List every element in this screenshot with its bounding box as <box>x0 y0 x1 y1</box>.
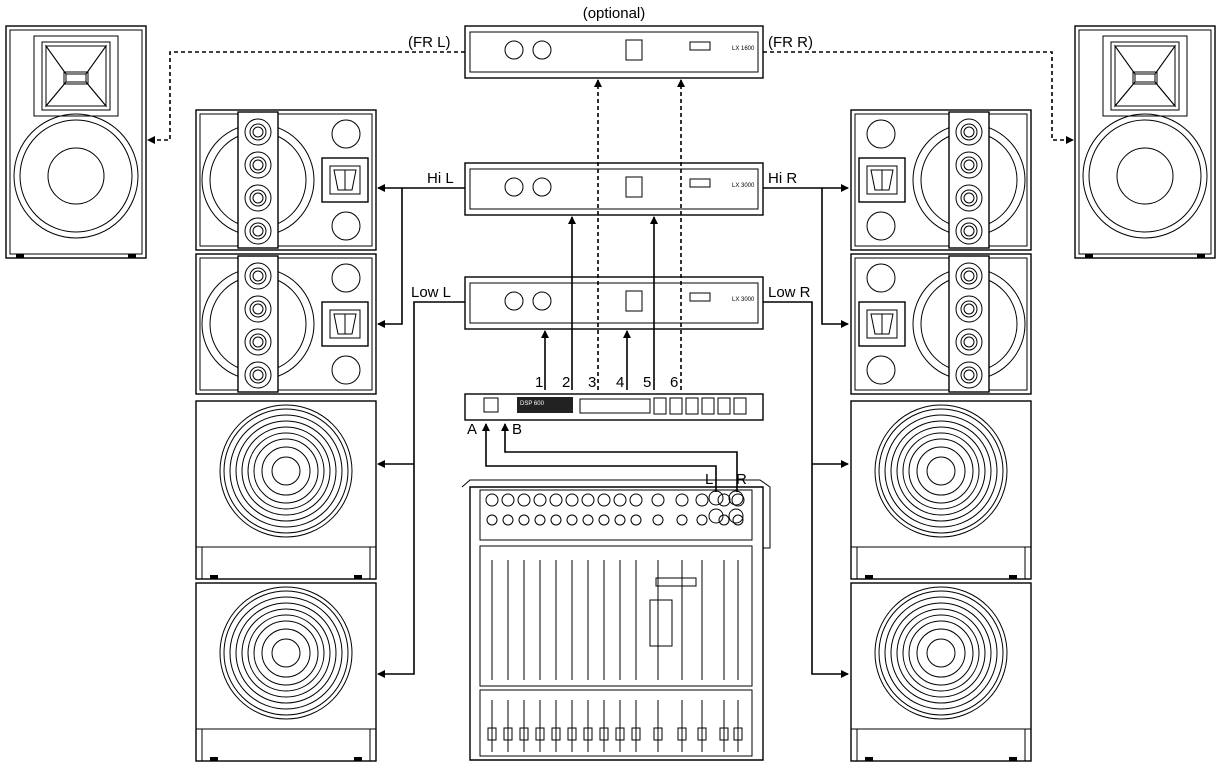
amplifier-optional: LX 1600 <box>464 25 764 79</box>
hi-left-label: Hi L <box>427 170 454 187</box>
svg-text:LX 3000: LX 3000 <box>732 183 755 189</box>
subwoofer-right-top <box>850 400 1032 580</box>
mid-high-speaker-right-bottom <box>850 253 1032 395</box>
fr-left-label: (FR L) <box>408 34 451 51</box>
output-6-label: 6 <box>670 374 678 391</box>
optional-label: (optional) <box>583 5 646 22</box>
subwoofer-left-bottom <box>195 582 377 762</box>
full-range-speaker-right <box>1074 25 1216 259</box>
svg-text:LX 1600: LX 1600 <box>732 46 755 52</box>
low-left-label: Low L <box>411 284 451 301</box>
svg-text:LX 3000: LX 3000 <box>732 297 755 303</box>
amplifier-low: LX 3000 <box>464 276 764 330</box>
mixer-r-label: R <box>736 471 747 488</box>
low-right-label: Low R <box>768 284 811 301</box>
mixing-console <box>461 479 771 761</box>
subwoofer-right-bottom <box>850 582 1032 762</box>
output-5-label: 5 <box>643 374 651 391</box>
output-2-label: 2 <box>562 374 570 391</box>
hi-right-label: Hi R <box>768 170 797 187</box>
output-4-label: 4 <box>616 374 624 391</box>
mid-high-speaker-right-top <box>850 109 1032 251</box>
mid-high-speaker-left-top <box>195 109 377 251</box>
mid-high-speaker-left-bottom <box>195 253 377 395</box>
output-3-label: 3 <box>588 374 596 391</box>
mixer-l-label: L <box>705 471 713 488</box>
full-range-speaker-left <box>5 25 147 259</box>
output-1-label: 1 <box>535 374 543 391</box>
dsp-processor: DSP 600 <box>464 393 764 421</box>
input-b-label: B <box>512 421 522 438</box>
fr-right-label: (FR R) <box>768 34 813 51</box>
subwoofer-left-top <box>195 400 377 580</box>
input-a-label: A <box>467 421 477 438</box>
amplifier-hi: LX 3000 <box>464 162 764 216</box>
svg-text:DSP 600: DSP 600 <box>520 401 545 407</box>
